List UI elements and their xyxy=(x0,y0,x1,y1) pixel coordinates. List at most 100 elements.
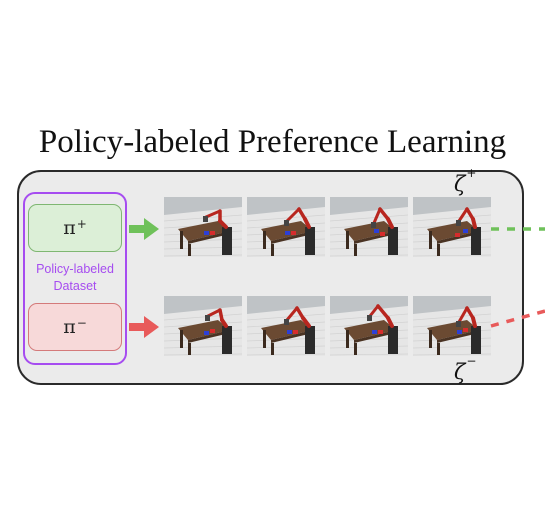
positive-trajectory-frame-3 xyxy=(330,197,408,257)
table-leg xyxy=(429,231,432,249)
negative-trajectory-frame-2 xyxy=(247,296,325,356)
floor-grid-line xyxy=(164,353,242,356)
robot-forearm xyxy=(457,207,469,223)
robot-forearm xyxy=(372,207,382,225)
floor-grid-line xyxy=(247,214,325,222)
positive-trajectory-sign: + xyxy=(466,166,477,180)
table-edge xyxy=(437,330,479,343)
scene-render xyxy=(413,296,491,356)
floor-grid-line xyxy=(413,353,491,356)
robot-gripper xyxy=(456,321,461,327)
robot-gripper xyxy=(371,222,376,228)
table-top xyxy=(427,320,479,340)
table-edge xyxy=(354,231,396,244)
robot-arm-upper xyxy=(465,306,475,320)
table-leg xyxy=(437,244,440,256)
scene-render xyxy=(247,197,325,257)
positive-trajectory-frame-4 xyxy=(413,197,491,257)
cube-object xyxy=(457,330,462,334)
table-leg xyxy=(180,330,183,348)
positive-arrow xyxy=(129,218,159,240)
table-edge xyxy=(354,330,396,343)
scene-render xyxy=(164,197,242,257)
cube-object xyxy=(204,331,209,335)
robot-base xyxy=(305,227,315,255)
robot-arm-upper xyxy=(378,207,390,221)
table-edge xyxy=(271,231,313,244)
scene-render xyxy=(247,296,325,356)
table-leg xyxy=(188,343,191,355)
cube-object xyxy=(210,329,215,333)
scene-render xyxy=(330,197,408,257)
robot-arm-upper xyxy=(376,304,390,320)
floor-grid-line xyxy=(247,353,325,356)
robot-base xyxy=(222,227,232,255)
cube-object xyxy=(378,330,383,334)
floor-grid-line xyxy=(247,254,325,257)
table-top xyxy=(427,221,479,241)
table-edge xyxy=(188,330,230,343)
table-leg xyxy=(263,231,266,249)
cube-object xyxy=(210,231,215,235)
cube-object xyxy=(463,229,468,233)
floor-grid-line xyxy=(330,214,408,222)
dataset-label: Policy-labeled Dataset xyxy=(23,261,127,295)
diagram-title: Policy-labeled Preference Learning xyxy=(38,124,507,160)
robot-base xyxy=(388,227,398,255)
table-leg xyxy=(271,244,274,256)
robot-base xyxy=(471,326,481,354)
negative-policy-sign: − xyxy=(76,316,87,330)
table-leg xyxy=(346,231,349,249)
positive-trajectory-label: ζ+ xyxy=(454,166,476,196)
robot-base xyxy=(388,326,398,354)
cube-object xyxy=(463,328,468,332)
robot-gripper xyxy=(367,315,372,321)
robot-forearm xyxy=(285,306,299,322)
robot-forearm xyxy=(368,304,380,318)
positive-policy-symbol: π xyxy=(63,217,76,239)
table-edge xyxy=(437,231,479,244)
cube-object xyxy=(374,229,379,233)
cube-object xyxy=(204,231,209,235)
table-leg xyxy=(429,330,432,348)
robot-gripper xyxy=(284,319,289,325)
table-leg xyxy=(354,244,357,256)
table-leg xyxy=(271,343,274,355)
table-leg xyxy=(180,231,183,249)
robot-gripper xyxy=(284,220,289,226)
floor-grid-line xyxy=(413,214,491,222)
negative-trajectory-frame-4 xyxy=(413,296,491,356)
table-leg xyxy=(354,343,357,355)
dataset-label-text: Policy-labeled Dataset xyxy=(36,262,114,293)
floor-grid-line xyxy=(330,353,408,356)
positive-trajectory-frame-1 xyxy=(164,197,242,257)
floor-grid-line xyxy=(330,254,408,257)
cube-object xyxy=(372,330,377,334)
robot-gripper xyxy=(205,315,210,321)
table-top xyxy=(344,320,396,340)
robot-base xyxy=(222,326,232,354)
positive-policy-box: π+ xyxy=(28,204,122,252)
positive-policy-sign: + xyxy=(76,217,87,231)
table-leg xyxy=(188,244,191,256)
table-leg xyxy=(263,330,266,348)
positive-trajectory-frame-2 xyxy=(247,197,325,257)
negative-policy-symbol: π xyxy=(63,316,76,338)
negative-trajectory-symbol: ζ xyxy=(454,360,466,384)
floor-grid-line xyxy=(164,313,242,321)
cube-object xyxy=(293,330,298,334)
floor-grid-line xyxy=(247,313,325,321)
cube-object xyxy=(291,231,296,235)
scene-render xyxy=(164,296,242,356)
cube-object xyxy=(285,231,290,235)
cube-object xyxy=(380,232,385,236)
robot-forearm xyxy=(285,207,301,223)
table-top xyxy=(344,221,396,241)
robot-arm-upper xyxy=(465,207,475,221)
table-top xyxy=(178,320,230,340)
table-edge xyxy=(271,330,313,343)
negative-policy-box: π− xyxy=(28,303,122,351)
robot-base xyxy=(305,326,315,354)
floor-grid-line xyxy=(413,313,491,321)
